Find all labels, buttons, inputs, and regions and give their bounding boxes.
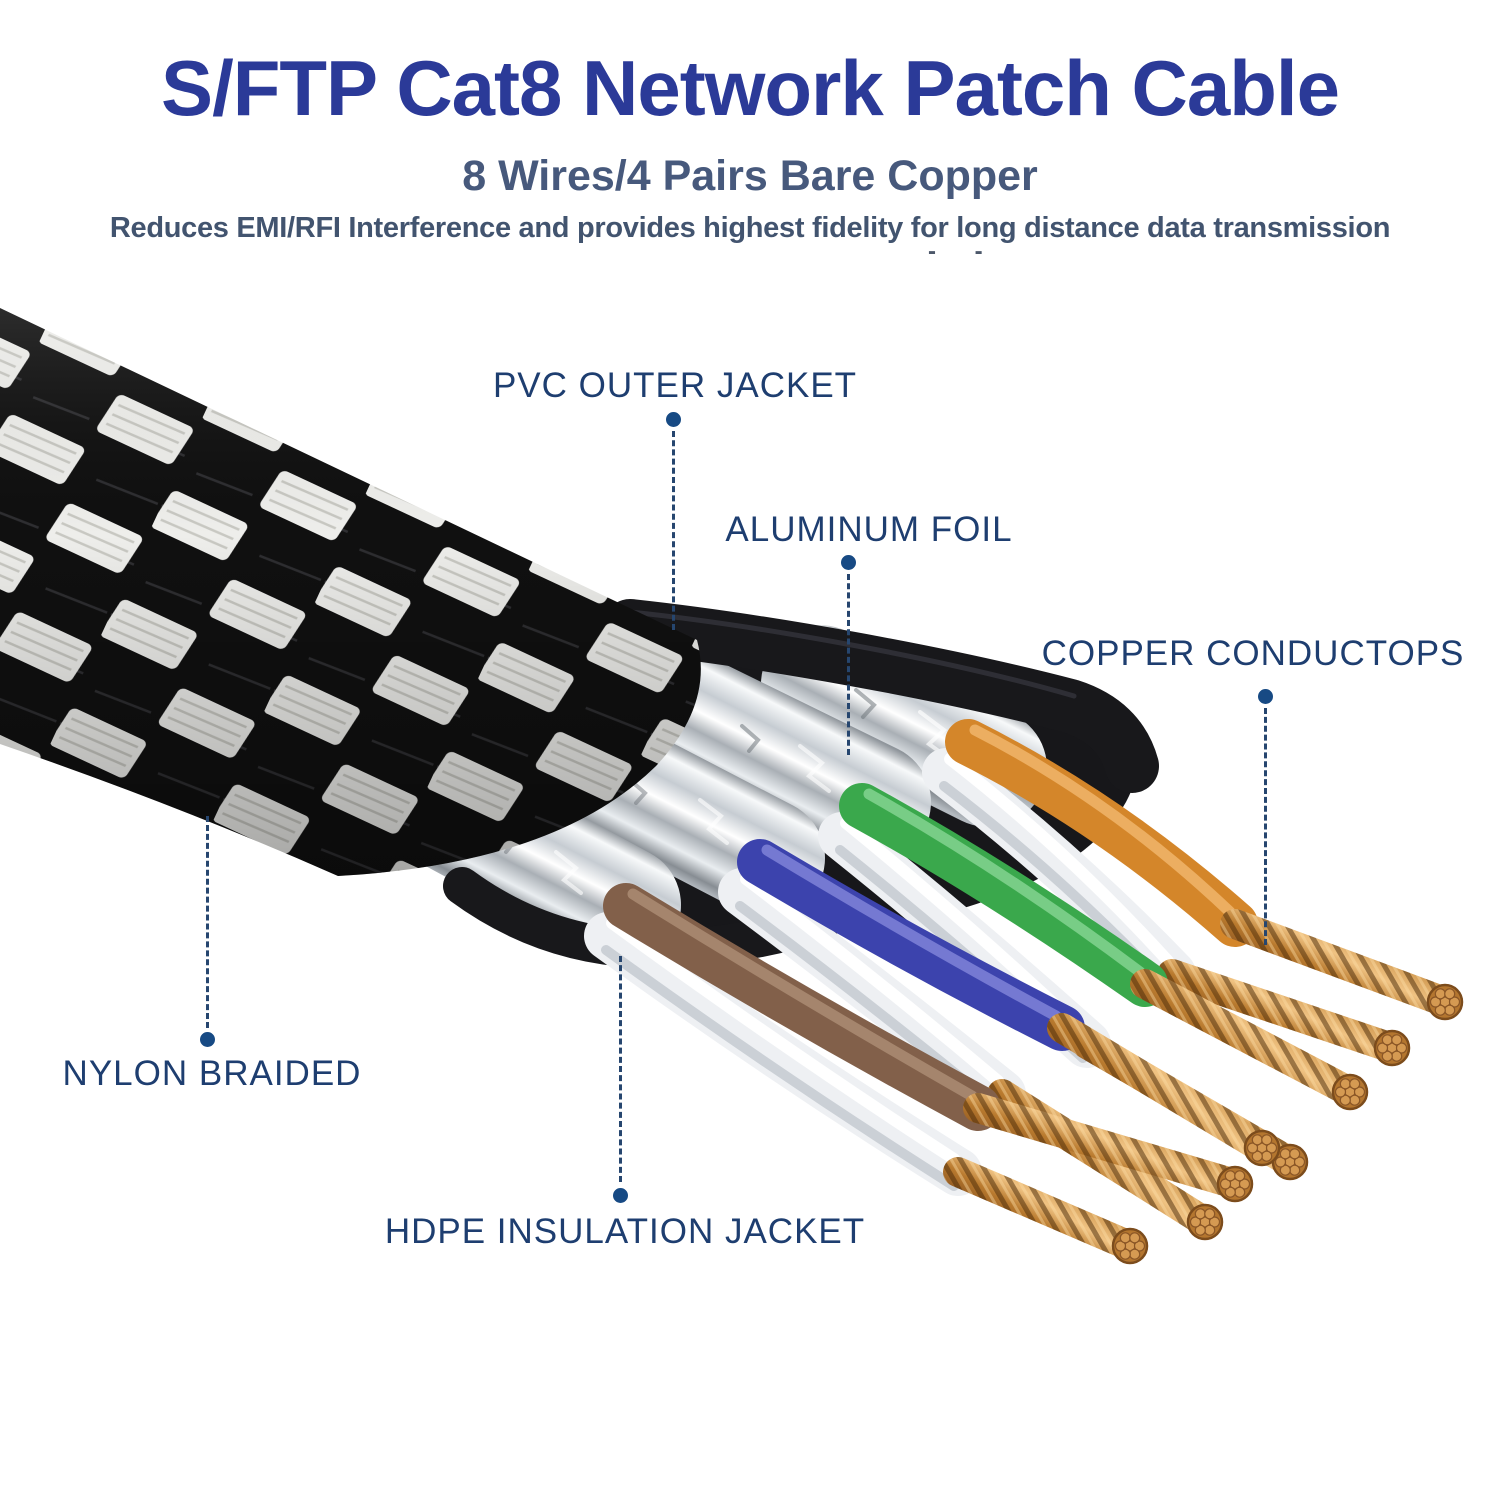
wire-white-blue-pair (718, 868, 1026, 1118)
label-pvc-outer-jacket: PVC OUTER JACKET (493, 366, 857, 406)
leader-line-pvc (672, 431, 675, 630)
copper-tip (1373, 1029, 1411, 1067)
label-text: HDPE INSULATION JACKET (384, 1212, 866, 1251)
copper-tip (1216, 1165, 1254, 1203)
pair-brown (584, 883, 1254, 1265)
label-text: ALUMINUM FOIL (725, 510, 1013, 549)
label-hdpe-insulation-jacket: HDPE INSULATION JACKET (385, 1212, 865, 1252)
leader-dot-hdpe-insulation (613, 1188, 628, 1203)
wire-orange (945, 719, 1258, 947)
wire-brown (603, 883, 1001, 1131)
copper-tip (1186, 1203, 1224, 1241)
copper-tip (1426, 983, 1464, 1021)
tagline: Reduces EMI/RFI Interference and provide… (109, 212, 1391, 244)
wire-white-brown-pair (584, 912, 982, 1196)
pair-orange (922, 719, 1464, 1067)
copper-tip (1111, 1227, 1149, 1265)
label-text: PVC OUTER JACKET (492, 366, 858, 405)
artifact-dashes: - - (928, 238, 999, 265)
leader-dot-copper-conductors (1258, 689, 1273, 704)
label-nylon-braided: NYLON BRAIDED (63, 1054, 362, 1094)
foil-tube-green (605, 641, 931, 861)
leader-line-aluminum-foil (847, 574, 850, 755)
leader-line-nylon-braided (206, 816, 209, 1028)
subtitle: 8 Wires/4 Pairs Bare Copper (462, 152, 1038, 200)
leader-dot-nylon-braided (200, 1032, 215, 1047)
copper-tip (1243, 1129, 1281, 1167)
wire-blue (737, 839, 1085, 1051)
label-text: COPPER CONDUCTOPS (1041, 634, 1465, 673)
label-aluminum-foil: ALUMINUM FOIL (725, 510, 1012, 550)
leader-dot-pvc (666, 412, 681, 427)
page-title: S/FTP Cat8 Network Patch Cable (161, 44, 1340, 132)
braided-sleeve (0, 308, 701, 876)
wire-white-orange-pair (922, 748, 1196, 998)
wire-green (839, 783, 1168, 1007)
copper-tip (1331, 1073, 1369, 1111)
leader-line-copper-conductors (1264, 708, 1267, 945)
label-text: NYLON BRAIDED (62, 1054, 362, 1093)
leader-line-hdpe-insulation (619, 956, 622, 1182)
leader-dot-aluminum-foil (841, 555, 856, 570)
label-copper-conductors: COPPER CONDUCTOPS (1042, 634, 1465, 674)
